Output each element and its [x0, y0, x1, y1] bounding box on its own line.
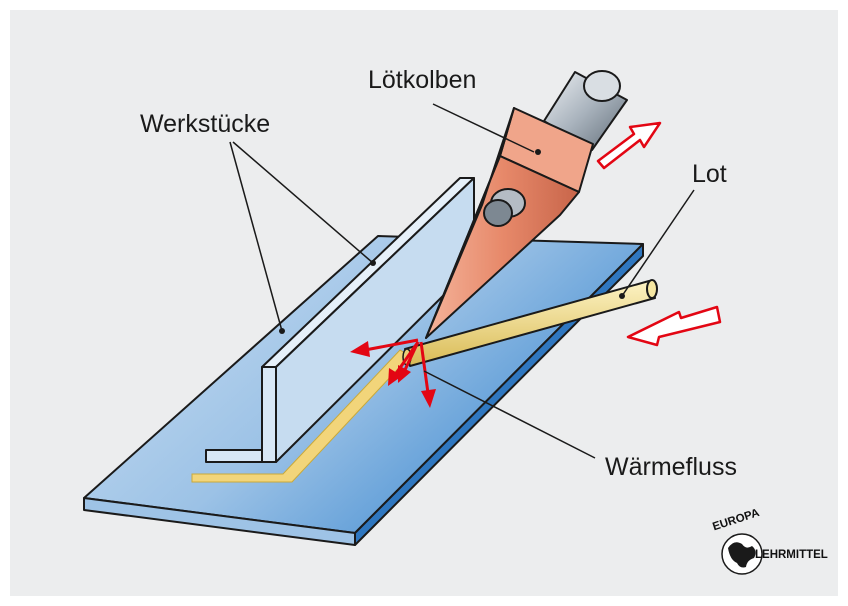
- europa-lehrmittel-logo: EUROPA LEHRMITTEL: [711, 507, 828, 575]
- tip-screw: [483, 188, 526, 227]
- leader-lines: [229, 103, 695, 459]
- label-soldering-iron: Lötkolben: [368, 66, 476, 94]
- globe-icon: [728, 542, 756, 568]
- label-solder: Lot: [692, 160, 727, 188]
- heat-arrow-down: [419, 341, 436, 408]
- heat-flow-arrows: [350, 338, 436, 408]
- logo-top-text: EUROPA: [711, 507, 761, 533]
- heat-arrow-down-right: [398, 341, 420, 383]
- heat-arrow-left: [350, 338, 419, 357]
- logo-side-text: LEHRMITTEL: [755, 549, 828, 561]
- solder-feed-arrow: [626, 305, 722, 347]
- upright-workpiece: [205, 177, 475, 463]
- label-heat-flow: Wärmefluss: [605, 453, 737, 481]
- label-workpieces: Werkstücke: [140, 110, 270, 138]
- iron-motion-arrow: [596, 121, 662, 170]
- soldering-iron: [425, 70, 628, 339]
